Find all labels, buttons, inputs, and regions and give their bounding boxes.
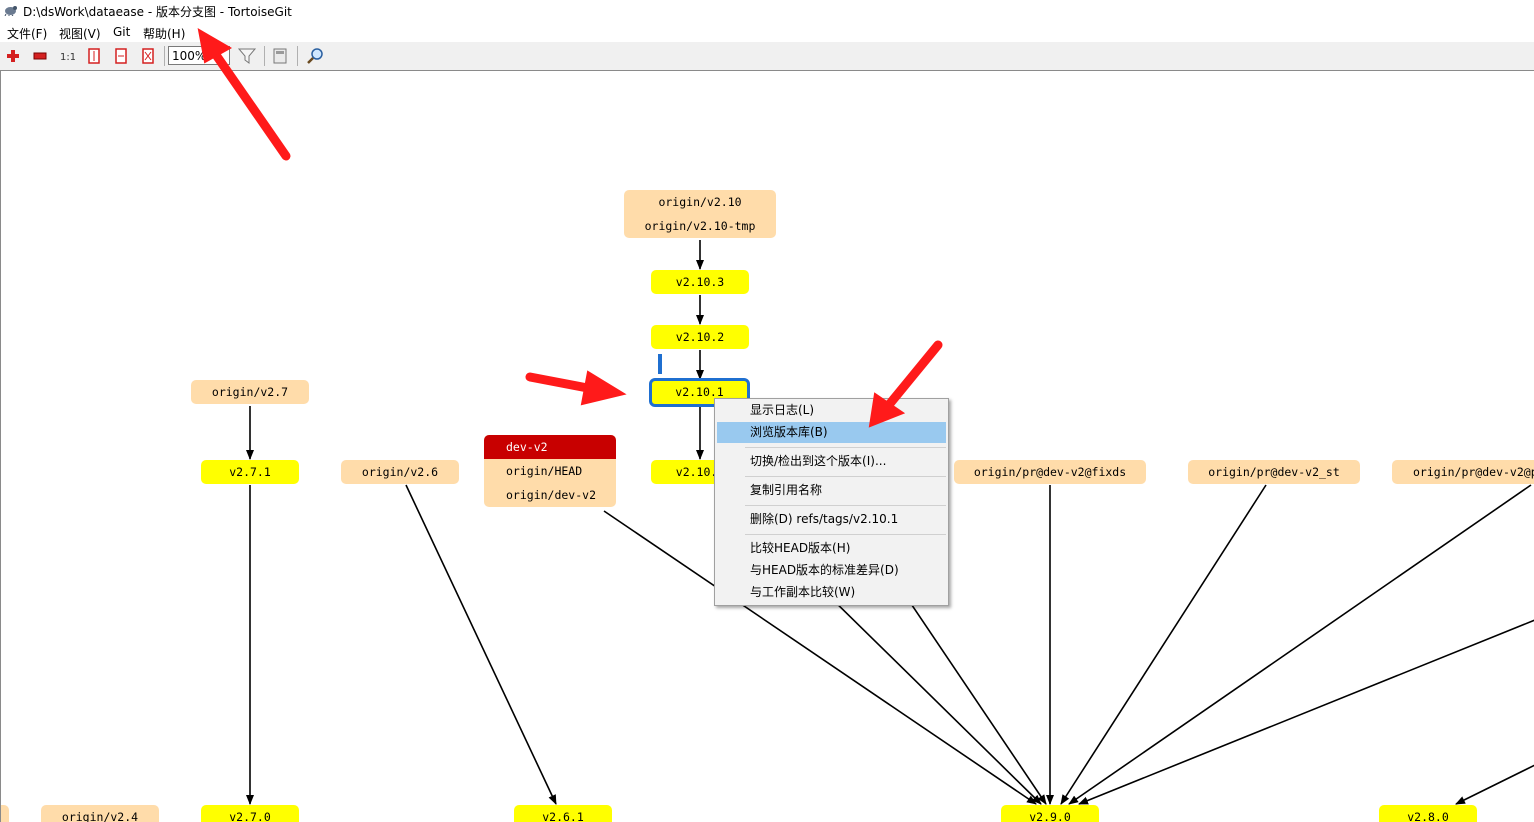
tag-label: v2.10.1 [675, 385, 724, 399]
menu-file[interactable]: 文件(F) [7, 27, 48, 41]
ref-label: origin/v2.7 [211, 385, 289, 399]
ref-label: origin/pr@dev-v2@p [1413, 465, 1534, 479]
node-origin-v2-4[interactable]: origin/v2.4 [41, 805, 159, 822]
tag-label: v2.10.0 [675, 465, 725, 479]
fit-height-icon[interactable] [84, 46, 104, 66]
node-v2-10-1[interactable]: v2.10.1 [649, 378, 750, 407]
tag-label: v2.10.2 [675, 330, 725, 344]
zoom-out-icon[interactable] [30, 46, 50, 66]
menu-delete-ref[interactable]: 删除(D) refs/tags/v2.10.1 [750, 512, 899, 526]
edge [1060, 484, 1267, 805]
edge [603, 510, 1037, 805]
fit-width-icon[interactable] [111, 46, 131, 66]
tag-label: v2.9.0 [1029, 810, 1071, 822]
zoom-in-icon[interactable] [3, 46, 23, 66]
node-dev-v2[interactable]: dev-v2 origin/HEAD origin/dev-v2 [484, 435, 616, 507]
menu-copy-ref-name[interactable]: 复制引用名称 [750, 483, 823, 497]
ref-label: origin/v2.6 [361, 465, 439, 479]
node-origin-pr-p[interactable]: origin/pr@dev-v2@p [1392, 460, 1534, 484]
window-title: D:\dsWork\dataease - 版本分支图 - TortoiseGit [23, 5, 292, 19]
current-branch-label: dev-v2 [484, 435, 616, 459]
overview-icon[interactable] [270, 46, 290, 66]
zoom-level-input[interactable]: 100% [168, 46, 230, 65]
filter-icon[interactable] [237, 46, 257, 66]
menu-show-log[interactable]: 显示日志(L) [750, 403, 815, 417]
menu-separator [745, 476, 946, 477]
node-origin-pr-st[interactable]: origin/pr@dev-v2_st [1188, 460, 1360, 484]
tag-label: v2.7.1 [229, 465, 271, 479]
tag-label: v2.6.1 [542, 810, 584, 822]
ref-label: origin/v2.10 [658, 195, 742, 209]
ref-label: origin/pr@dev-v2@fixds [973, 465, 1127, 479]
tag-label: v2.7.0 [229, 810, 271, 822]
node-origin-v2-6[interactable]: origin/v2.6 [341, 460, 459, 484]
edge [1068, 484, 1532, 805]
ref-label: origin/HEAD [506, 464, 583, 478]
node-v2-10-2[interactable]: v2.10.2 [651, 325, 749, 349]
svg-text:1:1: 1:1 [60, 52, 75, 63]
menu-separator [745, 447, 946, 448]
menu-unified-diff-head[interactable]: 与HEAD版本的标准差异(D) [750, 563, 899, 577]
node-v2-8-0[interactable]: v2.8.0 [1379, 805, 1477, 822]
menu-bar: 文件(F) 视图(V) Git 帮助(H) [0, 22, 1534, 42]
toolbar: 1:1 [0, 42, 1534, 71]
menu-separator [745, 505, 946, 506]
toolbar-separator [264, 46, 265, 66]
edge [1455, 764, 1534, 805]
tag-label: v2.8.0 [1407, 810, 1449, 822]
node-partial[interactable] [1, 805, 9, 822]
menu-git[interactable]: Git [113, 25, 131, 39]
node-origin-pr-fixds[interactable]: origin/pr@dev-v2@fixds [954, 460, 1146, 484]
actual-size-icon[interactable]: 1:1 [57, 46, 77, 66]
toolbar-separator [164, 46, 165, 66]
tortoisegit-app-icon [4, 6, 17, 16]
context-menu: 显示日志(L) 浏览版本库(B) 切换/检出到这个版本(I)... 复制引用名称… [714, 398, 949, 606]
toolbar-separator [297, 46, 298, 66]
menu-compare-head[interactable]: 比较HEAD版本(H) [750, 541, 851, 555]
tag-label: v2.10.3 [675, 275, 725, 289]
search-icon[interactable] [305, 46, 325, 66]
edge [1078, 619, 1534, 805]
menu-compare-working-copy[interactable]: 与工作副本比较(W) [750, 585, 856, 599]
node-origin-v2-10[interactable]: origin/v2.10 origin/v2.10-tmp [624, 190, 776, 238]
menu-switch-checkout[interactable]: 切换/检出到这个版本(I)... [750, 454, 887, 468]
node-v2-7-0[interactable]: v2.7.0 [201, 805, 299, 822]
node-v2-9-0[interactable]: v2.9.0 [1001, 805, 1099, 822]
menu-separator [745, 534, 946, 535]
ref-label: origin/dev-v2 [506, 488, 597, 502]
menu-view[interactable]: 视图(V) [59, 27, 101, 41]
fit-window-icon[interactable] [138, 46, 158, 66]
menu-browse-repository[interactable]: 浏览版本库(B) [717, 422, 946, 443]
ref-label: origin/v2.10-tmp [644, 219, 756, 233]
node-v2-7-1[interactable]: v2.7.1 [201, 460, 299, 484]
node-v2-10-3[interactable]: v2.10.3 [651, 270, 749, 294]
ref-label: origin/pr@dev-v2_st [1208, 465, 1340, 479]
node-v2-6-1[interactable]: v2.6.1 [514, 805, 612, 822]
ref-label: origin/v2.4 [61, 810, 139, 822]
node-origin-v2-7[interactable]: origin/v2.7 [191, 380, 309, 404]
title-bar: D:\dsWork\dataease - 版本分支图 - TortoiseGit [0, 0, 1534, 22]
selection-marker [658, 354, 662, 374]
edge [405, 484, 557, 805]
menu-help[interactable]: 帮助(H) [143, 27, 186, 41]
